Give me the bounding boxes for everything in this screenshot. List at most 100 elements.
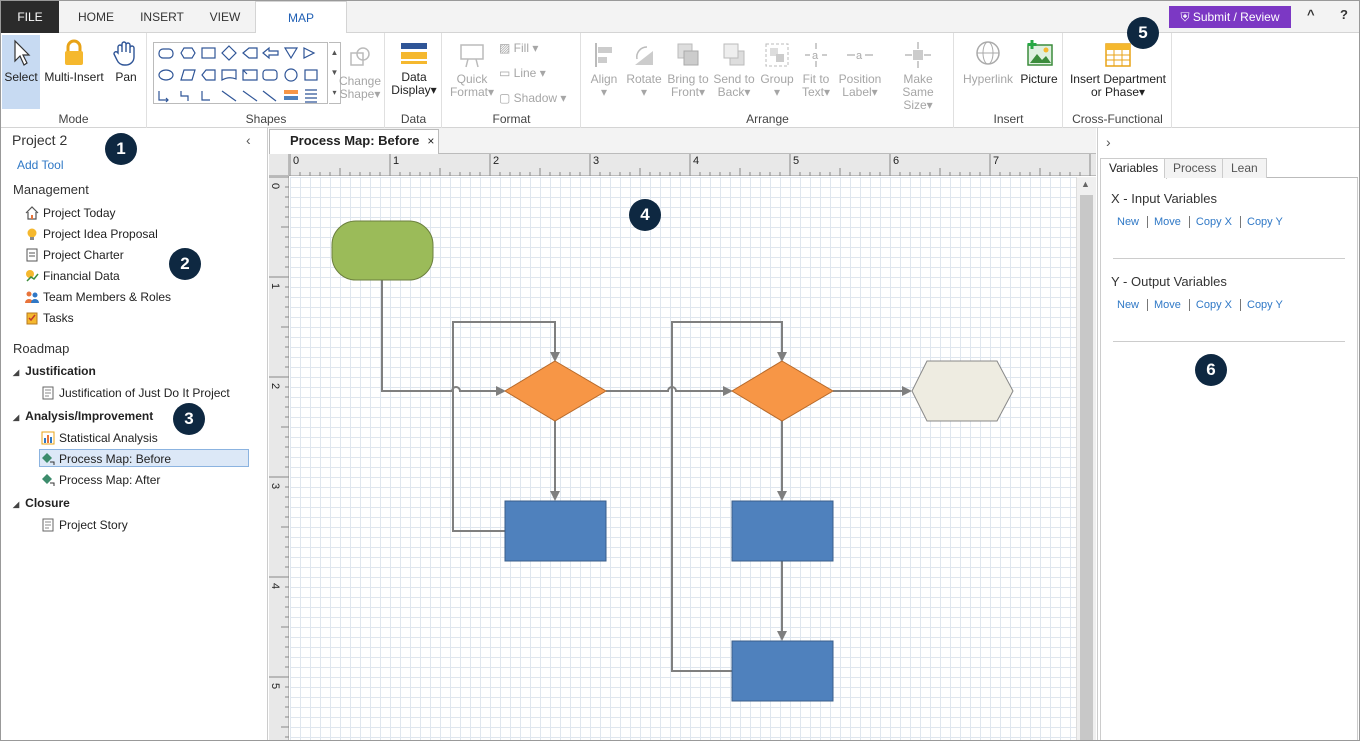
pointer-icon	[14, 39, 31, 66]
shadow-button[interactable]: ▢ Shadow ▾	[499, 91, 567, 105]
tab-insert[interactable]: INSERT	[140, 10, 184, 24]
nav-item-team-members[interactable]: Team Members & Roles	[25, 288, 171, 306]
insert-group-label: Insert	[993, 112, 1024, 126]
nav-label: Project Today	[43, 206, 116, 220]
tab-home[interactable]: HOME	[78, 10, 114, 24]
nav-item-project-today[interactable]: Project Today	[25, 204, 116, 222]
hyperlink-button[interactable]: Hyperlink	[959, 39, 1017, 86]
x-copy-x-link[interactable]: Copy X	[1190, 216, 1241, 228]
submit-review-button[interactable]: ⛨ Submit / Review	[1169, 6, 1291, 28]
tab-view[interactable]: VIEW	[209, 10, 241, 24]
group-justification[interactable]: ◢Justification	[13, 364, 96, 378]
start-shape	[331, 220, 434, 281]
nav-item-project-story[interactable]: Project Story	[41, 516, 128, 534]
close-tab-icon[interactable]: ×	[427, 134, 435, 148]
pan-button[interactable]: Pan	[109, 39, 143, 84]
group-format: Quick Format▾ ▨ Fill ▾ ▭ Line ▾ ▢ Shadow…	[443, 33, 581, 128]
send-label-1: Send to	[713, 72, 755, 86]
nav-item-process-map-before[interactable]: Process Map: Before	[39, 449, 249, 467]
multi-insert-button[interactable]: Multi-Insert	[41, 39, 107, 84]
data-display-button[interactable]: Data Display▾	[388, 39, 440, 97]
nav-item-tasks[interactable]: Tasks	[25, 309, 74, 327]
group-label: Closure	[25, 496, 70, 510]
rotate-label: Rotate	[626, 72, 662, 86]
minimize-ribbon-icon[interactable]: ^	[1307, 7, 1315, 22]
format-group-label: Format	[492, 112, 531, 126]
nav-item-financial-data[interactable]: Financial Data	[25, 267, 120, 285]
quick-format-label-1: Quick	[456, 72, 488, 86]
tab-variables[interactable]: Variables	[1100, 158, 1168, 179]
line-label: Line	[513, 66, 537, 80]
x-move-link[interactable]: Move	[1148, 216, 1190, 228]
change-shape-button[interactable]: Change Shape▾	[338, 45, 382, 101]
picture-icon	[1027, 40, 1053, 66]
tab-file[interactable]: FILE	[1, 1, 59, 33]
x-copy-y-link[interactable]: Copy Y	[1247, 216, 1283, 228]
data-display-label-2: Display	[391, 83, 431, 97]
diagram-canvas[interactable]	[290, 177, 1076, 740]
nav-label: Process Map: After	[59, 473, 161, 487]
fill-button[interactable]: ▨ Fill ▾	[499, 41, 539, 55]
group-closure[interactable]: ◢ Closure	[13, 496, 70, 510]
group-data: Data Display▾ Data	[386, 33, 442, 128]
tab-process[interactable]: Process	[1164, 158, 1226, 178]
nav-item-process-map-after[interactable]: Process Map: After	[41, 471, 160, 489]
group-button[interactable]: Group▾	[758, 41, 796, 99]
add-tool-link[interactable]: Add Tool	[17, 158, 64, 172]
insert-department-button[interactable]: Insert Department or Phase▾	[1066, 41, 1170, 99]
doc-tab-process-map-before[interactable]: Process Map: Before ×	[269, 129, 439, 154]
collapse-triangle-icon: ◢	[13, 500, 20, 509]
pan-label: Pan	[115, 70, 137, 84]
ruler-label: 6	[893, 155, 900, 167]
position-label-button[interactable]: a Position Label▾	[836, 41, 884, 99]
tab-lean[interactable]: Lean	[1222, 158, 1267, 178]
y-copy-y-link[interactable]: Copy Y	[1247, 299, 1283, 311]
ribbon: Select Multi-Insert Pan Mode	[1, 33, 1359, 128]
help-icon[interactable]: ?	[1340, 7, 1348, 22]
shadow-icon: ▢	[499, 91, 514, 105]
vertical-scrollbar[interactable]: ▲	[1076, 177, 1096, 740]
vertical-ruler: 0 1 2 3 4 5	[269, 176, 289, 740]
x-new-link[interactable]: New	[1111, 216, 1149, 228]
group-arrange: Align▾ Rotate▾ Bring to Front▾ Send to B…	[582, 33, 954, 128]
fill-icon: ▨	[499, 41, 514, 55]
send-to-back-button[interactable]: Send to Back▾	[712, 41, 756, 99]
group-mode: Select Multi-Insert Pan Mode	[1, 33, 147, 128]
position-label-2: Label	[842, 85, 872, 99]
scrollbar-thumb[interactable]	[1080, 195, 1093, 740]
nav-item-project-idea-proposal[interactable]: Project Idea Proposal	[25, 225, 158, 243]
align-button[interactable]: Align▾	[586, 41, 622, 99]
ruler-label: 3	[593, 155, 600, 167]
quick-format-button[interactable]: Quick Format▾	[449, 41, 495, 99]
shapes-gallery-scroll[interactable]: ▲▼▾	[329, 42, 341, 104]
picture-label: Picture	[1020, 72, 1058, 86]
group-analysis-improvement[interactable]: ◢Analysis/Improvement	[13, 409, 153, 423]
collapse-left-panel-icon[interactable]: ‹	[246, 132, 251, 148]
home-icon	[25, 206, 39, 220]
lock-icon	[65, 39, 83, 65]
make-same-size-button[interactable]: Make Same Size▾	[886, 41, 950, 112]
line-button[interactable]: ▭ Line ▾	[499, 66, 546, 80]
select-button[interactable]: Select	[2, 35, 40, 109]
nav-item-project-charter[interactable]: Project Charter	[25, 246, 124, 264]
rotate-button[interactable]: Rotate▾	[624, 41, 664, 99]
fit-to-text-button[interactable]: a Fit to Text▾	[796, 41, 836, 99]
doc-tab-label: Process Map: Before	[290, 133, 420, 148]
tab-map[interactable]: MAP	[255, 1, 347, 34]
callout-6: 6	[1195, 354, 1227, 386]
nav-item-statistical-analysis[interactable]: Statistical Analysis	[41, 429, 158, 447]
group-shapes: ▲▼▾ Change Shape▾ Shapes	[148, 33, 385, 128]
y-move-link[interactable]: Move	[1148, 299, 1190, 311]
expand-panel-icon[interactable]: ›	[1106, 134, 1111, 150]
scroll-up-icon[interactable]: ▲	[1081, 179, 1090, 189]
y-new-link[interactable]: New	[1111, 299, 1149, 311]
nav-item-justification[interactable]: Justification of Just Do It Project	[41, 384, 230, 402]
y-copy-x-link[interactable]: Copy X	[1190, 299, 1241, 311]
insert-department-label-1: Insert Department	[1069, 72, 1167, 86]
align-label: Align	[590, 72, 618, 86]
shapes-gallery[interactable]	[153, 42, 328, 104]
nav-label: Team Members & Roles	[43, 290, 172, 304]
bring-to-front-button[interactable]: Bring to Front▾	[666, 41, 710, 99]
picture-button[interactable]: Picture	[1017, 39, 1061, 86]
nav-label: Project Idea Proposal	[43, 227, 158, 241]
